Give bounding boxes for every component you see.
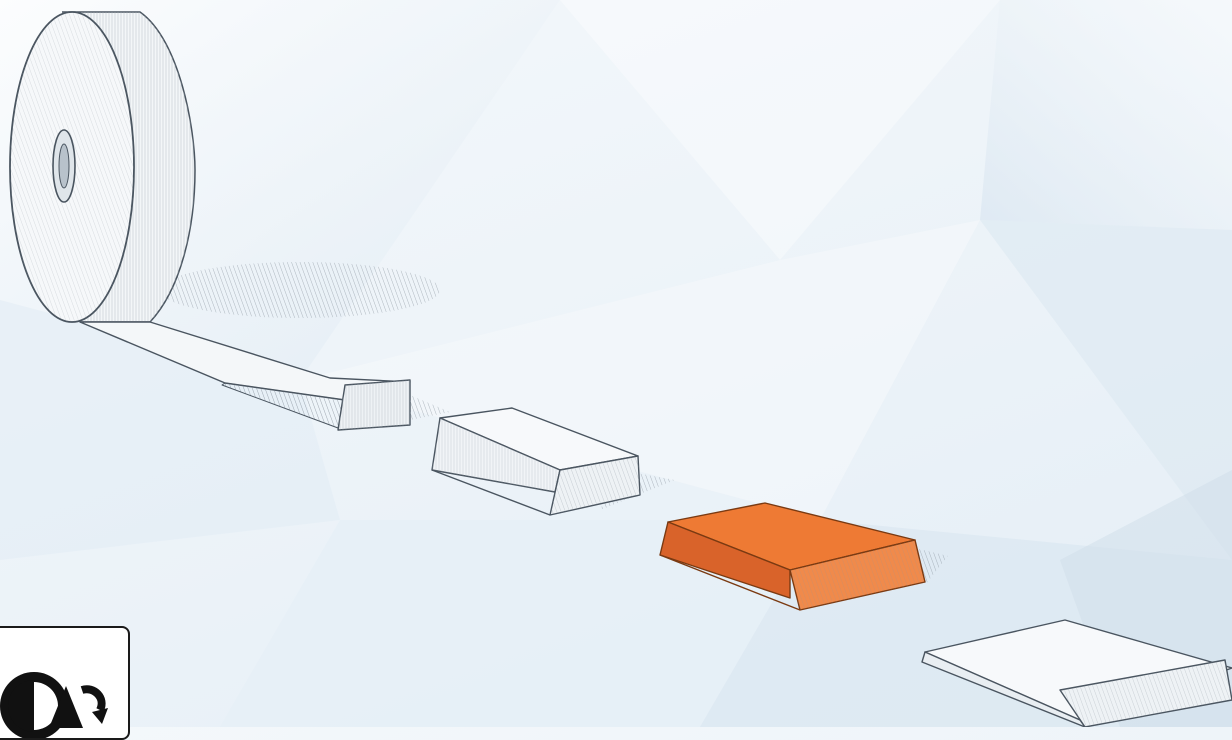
roll-shadow	[160, 262, 440, 318]
company-logo-icon	[0, 628, 128, 738]
company-logo	[0, 626, 130, 740]
